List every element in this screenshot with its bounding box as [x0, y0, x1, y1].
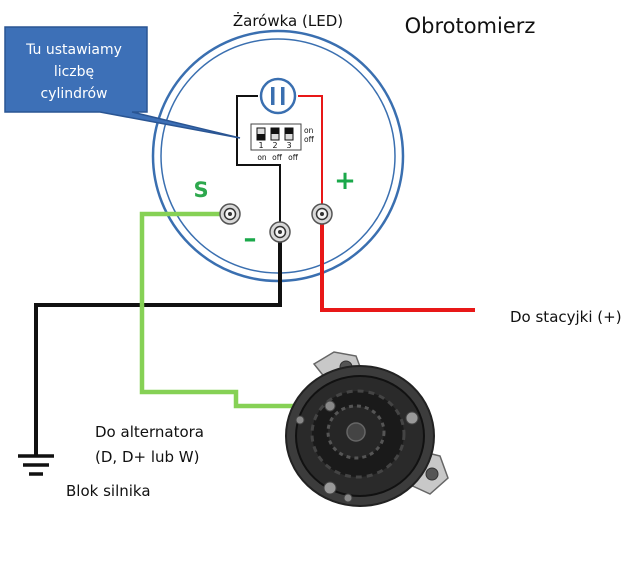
led-bulb-bar-right	[281, 87, 285, 105]
led-bulb-bar-left	[271, 87, 275, 105]
led-bulb	[259, 77, 297, 115]
terminal-minus-label: –	[244, 224, 257, 254]
callout-line-1: Tu ustawiamy	[25, 42, 122, 58]
callout-line-3: cylindrów	[41, 86, 108, 102]
callout-shape	[4, 26, 241, 139]
dip-switch-side-on: on	[304, 126, 314, 135]
alternator-center-hub	[346, 422, 366, 442]
cylinder-callout: Tu ustawiamy liczbę cylindrów	[4, 26, 241, 139]
diagram-title: Obrotomierz	[405, 14, 536, 38]
bulb-label: Żarówka (LED)	[233, 11, 343, 30]
terminal-s-label: S	[193, 178, 208, 202]
ground-symbol	[18, 454, 54, 476]
alternator-bolt-right	[405, 411, 419, 425]
terminal-ground	[269, 221, 291, 243]
ignition-label: Do stacyjki (+)	[510, 308, 622, 326]
dip-switch-number-2: 2	[272, 141, 277, 150]
alternator-label-line-2: (D, D+ lub W)	[95, 448, 199, 466]
dip-switch-3-knob	[285, 128, 293, 134]
dip-switch-number-1: 1	[258, 141, 263, 150]
alternator-d-terminal	[324, 400, 336, 412]
alternator-bolt-left	[295, 415, 305, 425]
callout-line-2: liczbę	[54, 64, 94, 80]
led-bulb-icon	[259, 77, 297, 115]
wire-ground	[34, 232, 282, 456]
terminal-positive-center	[320, 212, 324, 216]
internal-wire-positive	[298, 95, 323, 208]
external-wiring	[34, 211, 475, 456]
terminal-s	[219, 203, 241, 225]
wire-alternator-signal	[139, 211, 328, 409]
dip-switch-2-knob	[271, 128, 279, 134]
terminal-s-center	[228, 212, 232, 216]
dip-switch: 1 2 3 on off on off off	[250, 123, 315, 162]
dip-switch-number-3: 3	[286, 141, 291, 150]
internal-wiring	[236, 95, 323, 222]
dip-switch-bottom-1: on	[257, 153, 267, 162]
dip-switch-1-knob	[257, 134, 265, 140]
alternator-mount-hole-bottom	[425, 467, 439, 481]
alternator-label-line-1: Do alternatora	[95, 423, 204, 441]
wire-ignition	[320, 214, 475, 312]
alternator-bolt-bottom	[323, 481, 337, 495]
terminal-positive	[311, 203, 333, 225]
alternator-icon	[285, 351, 449, 507]
terminal-plus-label: +	[334, 166, 356, 196]
dip-switch-bottom-3: off	[288, 153, 299, 162]
dip-switch-side-off: off	[304, 135, 315, 144]
alternator-bolt-bottom-2	[343, 493, 353, 503]
dip-switch-bottom-2: off	[272, 153, 283, 162]
engine-block-label: Blok silnika	[66, 482, 151, 500]
internal-wire-ground	[236, 95, 281, 222]
terminal-ground-center	[278, 230, 282, 234]
